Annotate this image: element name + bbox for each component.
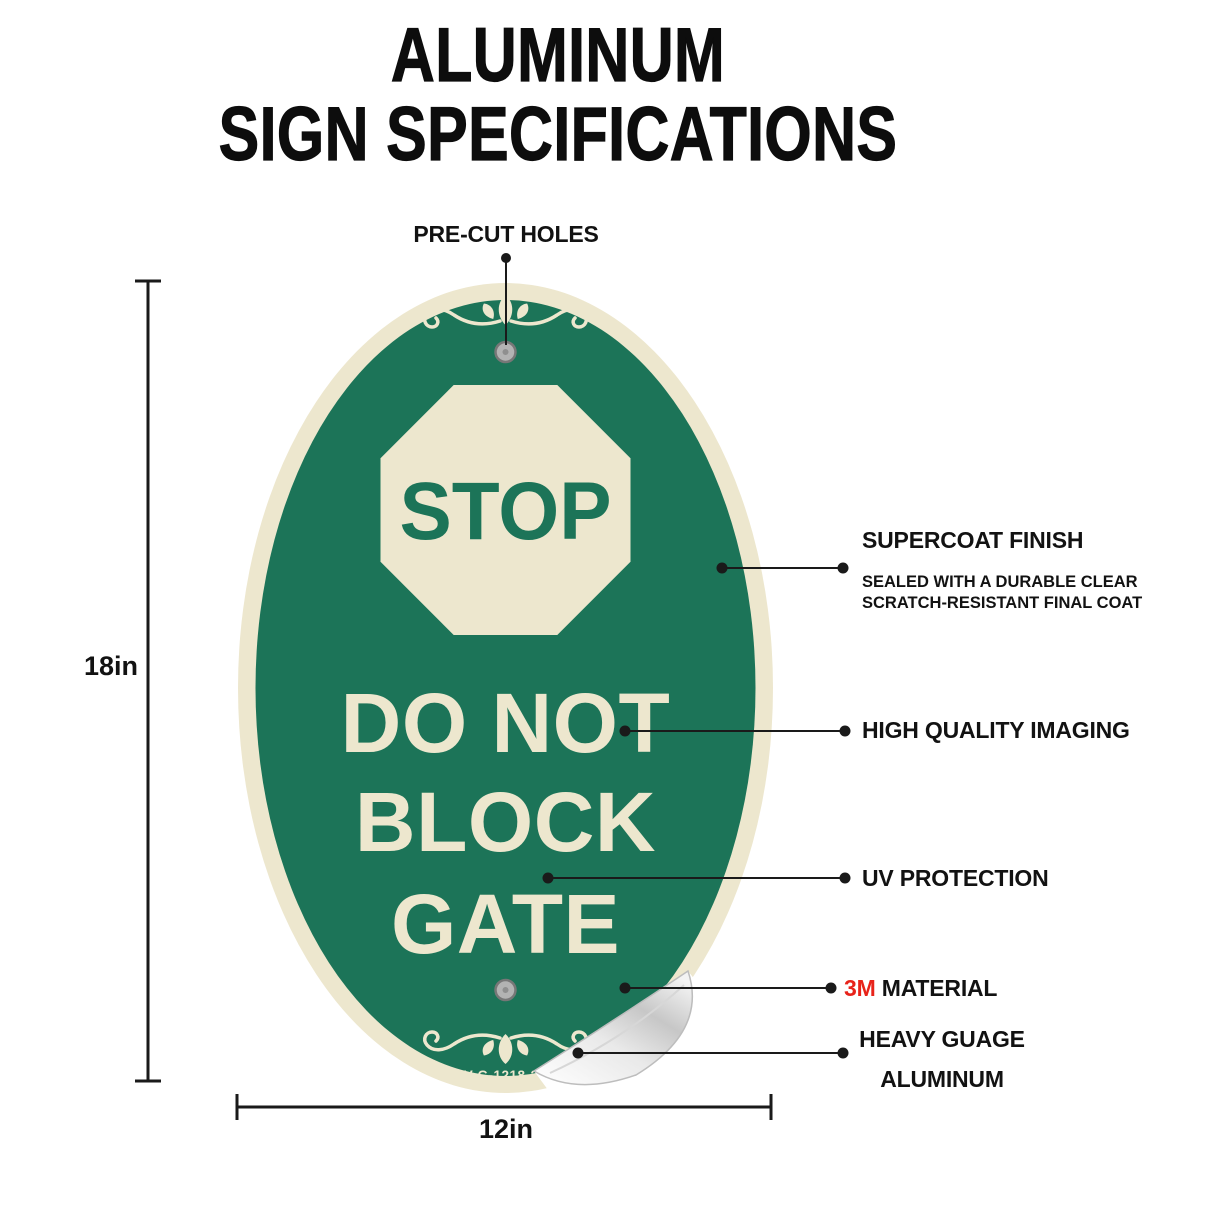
callout-heavy-gauge-aluminum: HEAVY GUAGE ALUMINUM — [852, 1019, 1032, 1100]
callout-pre-cut-holes: PRE-CUT HOLES — [413, 221, 599, 247]
title-line-1: ALUMINUM — [390, 13, 726, 98]
sign-line-2: BLOCK — [355, 775, 656, 869]
stop-octagon-icon — [380, 385, 631, 635]
callout-uv-protection: UV PROTECTION — [862, 865, 1049, 891]
width-dimension-label: 12in — [478, 1114, 534, 1144]
callout-supercoat-finish: SUPERCOAT FINISH — [862, 527, 1084, 553]
oval-sign: STOP DO NOT BLOCK GATE A-OV-G-1218-22 — [238, 283, 773, 1093]
height-dimension-label: 18in — [84, 651, 139, 681]
callout-supercoat-subtext: SEALED WITH A DURABLE CLEAR SCRATCH-RESI… — [862, 572, 1142, 614]
top-mounting-hole-center — [502, 349, 509, 355]
3m-brand-text: 3M — [844, 975, 876, 1001]
sign-line-1: DO NOT — [341, 676, 671, 770]
callout-high-quality-imaging: HIGH QUALITY IMAGING — [862, 717, 1130, 743]
callout-3m-material: 3M MATERIAL — [844, 975, 997, 1002]
title-line-2: SIGN SPECIFICATIONS — [218, 92, 898, 178]
bottom-mounting-hole-center — [502, 987, 509, 993]
aluminum-label-line-1: HEAVY GUAGE — [859, 1026, 1025, 1052]
stop-text: STOP — [400, 466, 612, 557]
material-label-text: MATERIAL — [881, 975, 998, 1001]
height-dimension-line — [135, 279, 161, 1083]
peeling-corner-highlight — [549, 984, 685, 1074]
sign-sku: A-OV-G-1218-22 — [437, 1068, 546, 1083]
page-title: ALUMINUM SIGN SPECIFICATIONS — [112, 13, 1005, 178]
supercoat-subtext-line-2: SCRATCH-RESISTANT FINAL COAT — [862, 593, 1143, 612]
aluminum-label-line-2: ALUMINUM — [880, 1066, 1004, 1093]
sign-line-3: GATE — [391, 877, 620, 971]
supercoat-subtext-line-1: SEALED WITH A DURABLE CLEAR — [862, 573, 1138, 591]
